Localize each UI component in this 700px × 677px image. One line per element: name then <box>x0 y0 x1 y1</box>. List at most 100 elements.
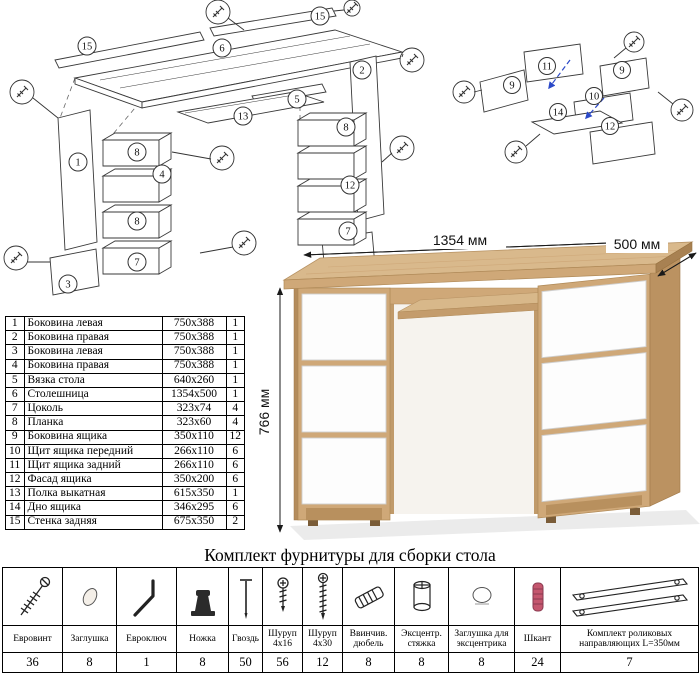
hardware-qty: 7 <box>560 652 699 673</box>
hardware-name: Евроключ <box>116 625 177 653</box>
hardware-detail-callout <box>452 80 483 104</box>
part-callout: 2 <box>352 60 372 80</box>
svg-text:4: 4 <box>159 170 165 181</box>
cap-plug-icon <box>82 587 97 606</box>
hardware-qty: 56 <box>262 652 303 673</box>
svg-text:7: 7 <box>345 227 350 238</box>
hardware-name: Евровинт <box>2 625 63 653</box>
hardware-name: Шуруп 4x16 <box>262 625 303 653</box>
part-name: Боковина левая <box>23 315 163 332</box>
svg-text:13: 13 <box>238 112 249 123</box>
part-callout: 7 <box>338 221 358 241</box>
hardware-detail-callout <box>657 91 694 122</box>
svg-text:12: 12 <box>345 181 356 192</box>
height-dimension-label: 766 мм <box>256 389 272 436</box>
hardware-detail-callout <box>381 135 415 163</box>
part-name: Боковина ящика <box>23 429 163 445</box>
hardware-detail-callout <box>399 47 425 73</box>
hardware-qty: 24 <box>514 652 561 673</box>
drawer-bottom-panel <box>530 110 624 135</box>
hardware-name: Ножка <box>176 625 229 653</box>
part-callout: 3 <box>58 274 78 294</box>
svg-text:9: 9 <box>619 66 624 77</box>
part-callout: 7 <box>127 252 147 272</box>
part-qty: 1 <box>225 330 245 346</box>
back-wall-right-panel <box>209 7 337 37</box>
part-size: 350x110 <box>161 429 227 445</box>
hardware-detail-callout <box>9 79 59 119</box>
part-size: 266x110 <box>161 457 227 474</box>
confirmat-screw-icon <box>19 576 50 615</box>
part-qty: 6 <box>225 472 245 488</box>
part-callout: 12 <box>601 117 619 135</box>
drawer-front <box>301 437 387 505</box>
hardware-qty: 8 <box>342 652 395 673</box>
screw-4x16-icon <box>276 576 289 612</box>
part-callout: 1 <box>68 152 88 172</box>
part-qty: 6 <box>225 457 245 474</box>
hardware-name: Комплект роликовых направляющих L=350мм <box>560 625 699 653</box>
right-plinth <box>546 495 642 516</box>
part-qty: 1 <box>225 486 245 502</box>
part-qty: 1 <box>225 344 245 360</box>
part-size: 750x388 <box>161 344 227 360</box>
part-callout: 11 <box>538 57 556 75</box>
part-number: 13 <box>5 486 25 502</box>
wood-dowel-icon <box>532 582 543 611</box>
part-name: Стенка задняя <box>23 514 163 530</box>
hardware-qty-row: 36 8 1 8 50 56 12 8 8 8 24 7 <box>2 652 699 673</box>
hardware-detail-callout <box>504 133 541 164</box>
part-size: 350x200 <box>161 472 227 488</box>
part-qty: 1 <box>225 315 245 332</box>
svg-text:15: 15 <box>315 12 326 23</box>
part-number: 3 <box>5 344 25 360</box>
part-number: 1 <box>5 315 25 332</box>
furniture-foot-icon <box>190 589 215 616</box>
hardware-name: Заглушка <box>62 625 117 653</box>
svg-text:8: 8 <box>134 217 139 228</box>
svg-text:14: 14 <box>553 108 564 119</box>
part-name: Столешница <box>23 386 163 403</box>
hardware-name: Эксцентр. стяжка <box>394 625 449 653</box>
hardware-name-row: Евровинт Заглушка Евроключ Ножка Гвоздь … <box>2 625 699 653</box>
part-callout: 12 <box>340 175 360 195</box>
hardware-qty: 1 <box>116 652 177 673</box>
screw-4x30-icon <box>317 572 328 620</box>
part-size: 346x295 <box>161 500 227 516</box>
hardware-name: Шуруп 4x30 <box>302 625 343 653</box>
part-callout: 15 <box>77 36 97 56</box>
part-name: Цоколь <box>23 401 163 417</box>
part-callout: 9 <box>613 61 631 79</box>
part-name: Планка <box>23 415 163 431</box>
drawer-front <box>301 365 387 433</box>
part-callout: 14 <box>549 103 567 121</box>
drawer-facade-panel <box>589 121 656 165</box>
part-qty: 12 <box>225 429 245 445</box>
desktop <box>282 241 694 290</box>
svg-text:12: 12 <box>605 122 616 133</box>
svg-text:8: 8 <box>134 148 139 159</box>
cam-lock-icon <box>412 580 431 611</box>
part-number: 6 <box>5 386 25 403</box>
drawer-front <box>301 293 387 361</box>
floor-shadow <box>290 510 700 540</box>
desk-feet <box>308 508 640 526</box>
svg-text:8: 8 <box>343 123 348 134</box>
part-name: Щит ящика задний <box>23 457 163 474</box>
hardware-name: Гвоздь <box>228 625 263 653</box>
svg-text:5: 5 <box>294 95 299 106</box>
svg-text:11: 11 <box>542 62 552 73</box>
part-size: 750x388 <box>161 330 227 346</box>
part-size: 323x60 <box>161 415 227 431</box>
part-qty: 1 <box>225 358 245 374</box>
hardware-detail-callout <box>199 230 257 256</box>
part-number: 4 <box>5 358 25 374</box>
drawer-side-left-panel <box>479 69 529 113</box>
hardware-detail-callouts <box>452 31 694 164</box>
